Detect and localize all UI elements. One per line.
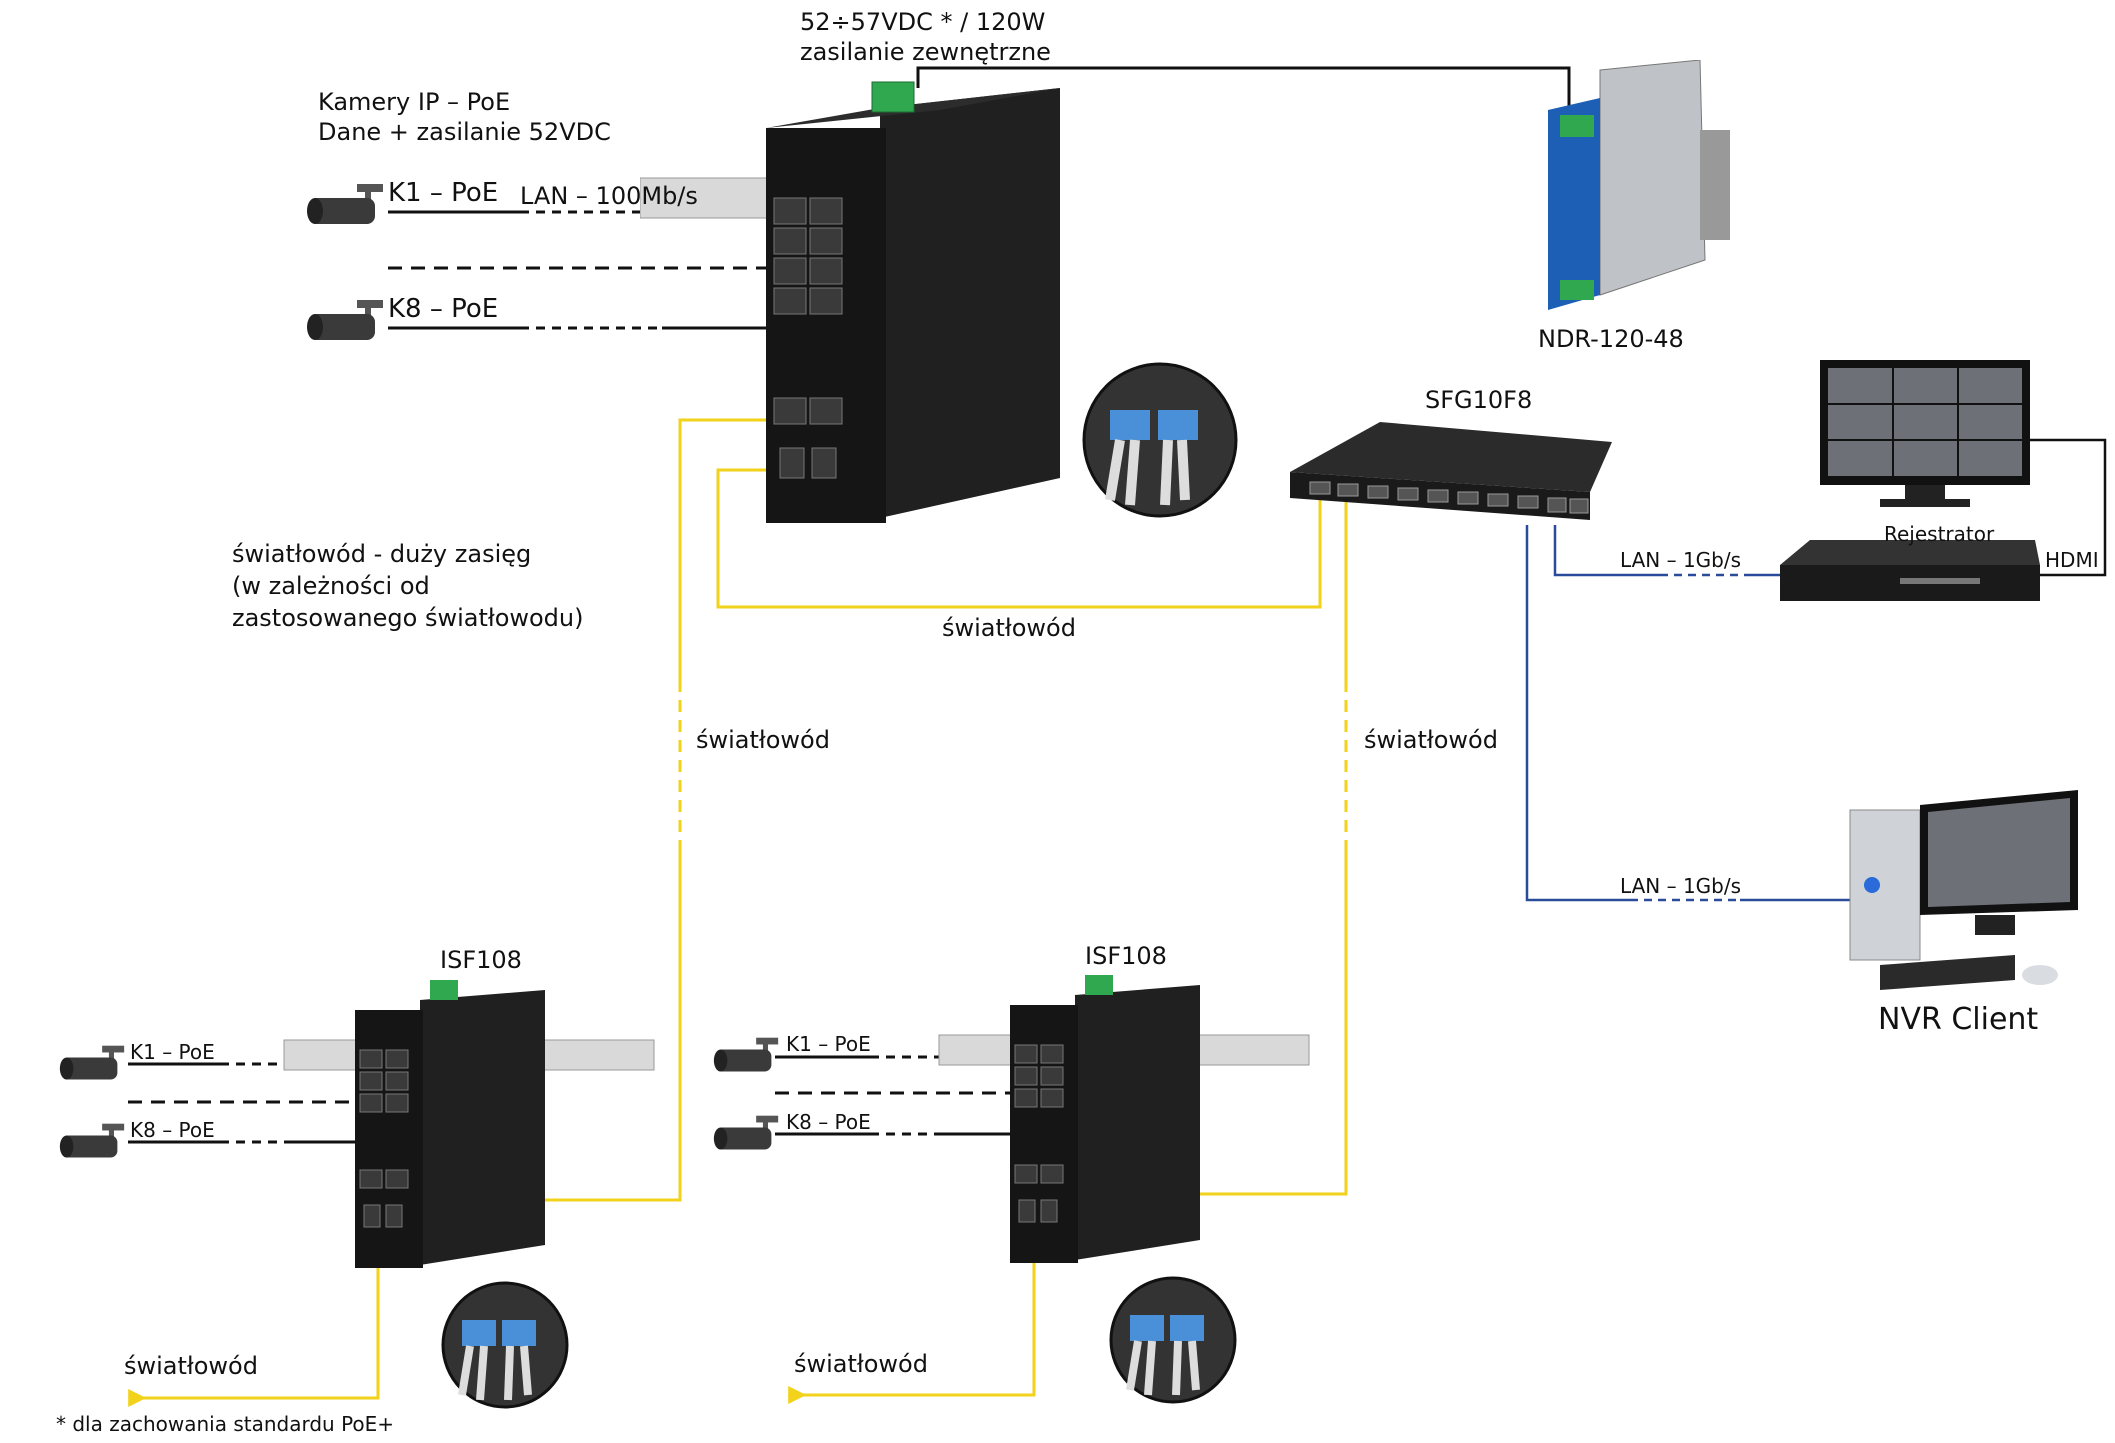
power-source-label: zasilanie zewnętrzne bbox=[800, 38, 1051, 66]
camera-icon bbox=[59, 1045, 125, 1080]
camera-icon bbox=[307, 184, 383, 224]
camera-icon bbox=[307, 300, 383, 340]
psu-model-label: NDR-120-48 bbox=[1538, 325, 1684, 353]
lan-client-label: LAN – 1Gb/s bbox=[1620, 874, 1742, 898]
hdmi-label: HDMI bbox=[2045, 548, 2099, 572]
isf-right-k1-label: K1 – PoE bbox=[786, 1032, 871, 1056]
cameras-info-line1: Kamery IP – PoE bbox=[318, 88, 511, 116]
isf108-right-switch bbox=[938, 975, 1310, 1263]
main-poe-switch bbox=[640, 81, 1060, 523]
fiber-left-label: światłowód bbox=[696, 726, 830, 754]
fiber-note-line3: zastosowanego światłowodu) bbox=[232, 604, 584, 632]
power-supply-ndr bbox=[1548, 60, 1730, 310]
k1-poe-label: K1 – PoE bbox=[388, 178, 499, 208]
camera-icon bbox=[713, 1115, 779, 1150]
isf-left-sfp-zoom bbox=[441, 1281, 569, 1409]
camera-icon bbox=[713, 1037, 779, 1072]
k8-poe-label: K8 – PoE bbox=[388, 294, 499, 324]
lan-recorder-label: LAN – 1Gb/s bbox=[1620, 548, 1742, 572]
isf-right-k8-label: K8 – PoE bbox=[786, 1110, 871, 1134]
isf-right-sfp-zoom bbox=[1109, 1276, 1237, 1404]
nvr-recorder bbox=[1780, 540, 2040, 601]
recorder-monitor bbox=[1820, 360, 2030, 507]
isf-right-model: ISF108 bbox=[1085, 942, 1167, 970]
fiber-note-line2: (w zależności od bbox=[232, 572, 430, 600]
sfp-module-zoom bbox=[1082, 362, 1238, 518]
isf-left-model: ISF108 bbox=[440, 946, 522, 974]
isf108-left-switch bbox=[283, 980, 655, 1268]
fiber-main-to-sfg bbox=[716, 468, 1322, 609]
fiber-note-line1: światłowód - duży zasięg bbox=[232, 540, 532, 568]
nvr-client-pc bbox=[1849, 790, 2078, 990]
power-spec-label: 52÷57VDC * / 120W bbox=[800, 8, 1046, 36]
fiber-out-right-label: światłowód bbox=[794, 1350, 928, 1378]
cameras-info-line2: Dane + zasilanie 52VDC bbox=[318, 118, 611, 146]
fiber-center-label: światłowód bbox=[942, 614, 1076, 642]
isf-left-k8-label: K8 – PoE bbox=[130, 1118, 215, 1142]
isf-left-k1-label: K1 – PoE bbox=[130, 1040, 215, 1064]
footnote: * dla zachowania standardu PoE+ bbox=[56, 1412, 395, 1436]
sfg10f8-switch bbox=[1290, 422, 1612, 520]
power-cable bbox=[916, 66, 1571, 110]
recorder-label: Rejestrator bbox=[1884, 522, 1995, 546]
lan-100-label: LAN – 100Mb/s bbox=[520, 182, 698, 210]
fiber-out-left-label: światłowód bbox=[124, 1352, 258, 1380]
sfg-model-label: SFG10F8 bbox=[1425, 386, 1533, 414]
nvr-client-label: NVR Client bbox=[1878, 1002, 2039, 1037]
fiber-right-label: światłowód bbox=[1364, 726, 1498, 754]
camera-icon bbox=[59, 1123, 125, 1158]
